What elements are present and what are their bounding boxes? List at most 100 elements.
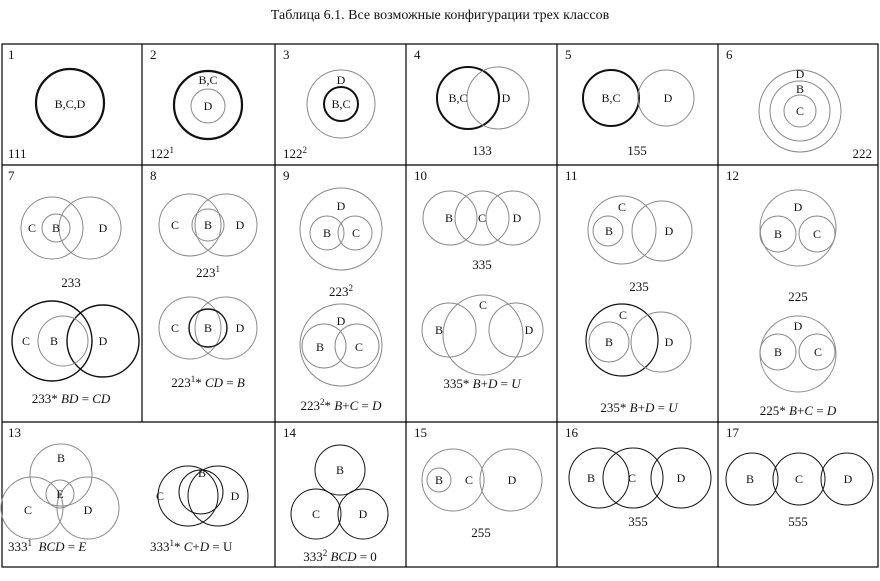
configuration-code: 255 bbox=[471, 525, 491, 540]
class-circle bbox=[436, 66, 500, 130]
class-circle bbox=[587, 195, 657, 265]
class-circle bbox=[45, 479, 75, 509]
class-circle bbox=[178, 469, 224, 515]
cell-number: 9 bbox=[283, 168, 290, 183]
circle-label: B bbox=[435, 473, 443, 487]
configuration-code: 233* BD = CD bbox=[31, 391, 111, 406]
circle-label: D bbox=[677, 471, 686, 485]
circle-label: B,C bbox=[198, 73, 217, 87]
class-circle bbox=[485, 190, 541, 246]
table-title: Таблица 6.1. Все возможные конфигурации … bbox=[270, 8, 610, 23]
class-circle bbox=[758, 69, 842, 153]
circle-label: B bbox=[336, 463, 344, 477]
circle-label: D bbox=[525, 323, 534, 337]
configuration-code: 225* B+C = D bbox=[759, 403, 837, 418]
configuration-code: 1222 bbox=[283, 145, 307, 162]
configuration-code: 233 bbox=[61, 275, 81, 290]
class-circle bbox=[37, 315, 89, 367]
cell-number: 7 bbox=[8, 168, 15, 183]
class-circle bbox=[631, 200, 693, 262]
configuration-code: 3331 BCD = E bbox=[8, 538, 87, 555]
circle-label: D bbox=[84, 503, 93, 517]
cell-number: 8 bbox=[150, 168, 157, 183]
circle-label: B,C,D bbox=[55, 97, 86, 111]
circle-label: B bbox=[323, 226, 331, 240]
circle-label: B bbox=[435, 323, 443, 337]
class-circle bbox=[187, 465, 249, 527]
class-circle bbox=[157, 465, 219, 527]
class-circle bbox=[66, 304, 140, 378]
circle-label: C bbox=[619, 308, 627, 322]
cell-number: 13 bbox=[8, 425, 21, 440]
class-circle bbox=[158, 296, 222, 360]
class-circle bbox=[29, 443, 93, 507]
class-circle bbox=[194, 193, 258, 257]
circle-label: D bbox=[236, 321, 245, 335]
cell-number: 17 bbox=[726, 425, 739, 440]
class-circle bbox=[820, 452, 874, 506]
class-circle bbox=[592, 215, 624, 247]
circle-label: B bbox=[204, 218, 212, 232]
circle-label: C bbox=[156, 489, 164, 503]
cell-number: 15 bbox=[414, 425, 427, 440]
class-circle bbox=[442, 294, 524, 376]
circle-label: E bbox=[56, 487, 63, 501]
circle-label: D bbox=[794, 200, 803, 214]
circle-label: D bbox=[236, 218, 245, 232]
circle-label: B bbox=[198, 466, 206, 480]
circle-label: C bbox=[352, 226, 360, 240]
class-circle bbox=[772, 452, 826, 506]
circle-label: B,C bbox=[601, 91, 620, 105]
class-circle bbox=[158, 193, 222, 257]
class-circle bbox=[191, 208, 225, 242]
circle-label: D bbox=[665, 335, 674, 349]
configuration-code: 2232 bbox=[329, 283, 353, 300]
class-circle bbox=[798, 333, 836, 371]
class-circle bbox=[299, 187, 383, 271]
circle-label: C bbox=[171, 321, 179, 335]
circle-label: D bbox=[359, 507, 368, 521]
configuration-code: 1221 bbox=[150, 145, 174, 162]
circle-label: D bbox=[99, 221, 108, 235]
cell-number: 3 bbox=[283, 47, 290, 62]
cell-number: 11 bbox=[565, 168, 578, 183]
class-circle bbox=[568, 447, 630, 509]
configuration-code: 3332 BCD = 0 bbox=[303, 548, 377, 565]
class-circle bbox=[421, 448, 485, 512]
class-circle bbox=[188, 308, 228, 348]
class-circle bbox=[585, 303, 659, 377]
class-circle bbox=[323, 86, 359, 122]
class-circle bbox=[334, 323, 380, 369]
class-circle bbox=[314, 444, 366, 496]
circle-label: B,C bbox=[448, 91, 467, 105]
circle-label: B bbox=[445, 211, 453, 225]
class-circle bbox=[190, 88, 226, 124]
circle-label: D bbox=[844, 472, 853, 486]
configuration-code: 335 bbox=[472, 257, 492, 272]
class-circle bbox=[290, 488, 342, 540]
configuration-code: 235* B+D = U bbox=[600, 400, 678, 415]
configuration-code: 225 bbox=[788, 289, 808, 304]
circle-label: B,C bbox=[331, 97, 350, 111]
class-circle bbox=[41, 213, 71, 243]
class-circle bbox=[725, 452, 779, 506]
circle-label: C bbox=[28, 221, 36, 235]
circle-label: B bbox=[605, 335, 613, 349]
configuration-code: 2232* B+C = D bbox=[300, 397, 382, 414]
circle-label: B bbox=[52, 221, 60, 235]
class-circle bbox=[769, 80, 831, 142]
circle-label: C bbox=[478, 211, 486, 225]
class-circle bbox=[759, 333, 797, 371]
class-circle bbox=[422, 190, 478, 246]
class-circle bbox=[630, 311, 692, 373]
configuration-code: 111 bbox=[8, 146, 27, 161]
circle-label: D bbox=[337, 199, 346, 213]
configuration-code: 2231 bbox=[196, 264, 220, 281]
circle-label: D bbox=[664, 91, 673, 105]
circle-label: C bbox=[171, 218, 179, 232]
circle-label: D bbox=[796, 67, 805, 81]
circle-label: B bbox=[50, 334, 58, 348]
circle-label: C bbox=[796, 104, 804, 118]
class-circle bbox=[582, 69, 640, 127]
